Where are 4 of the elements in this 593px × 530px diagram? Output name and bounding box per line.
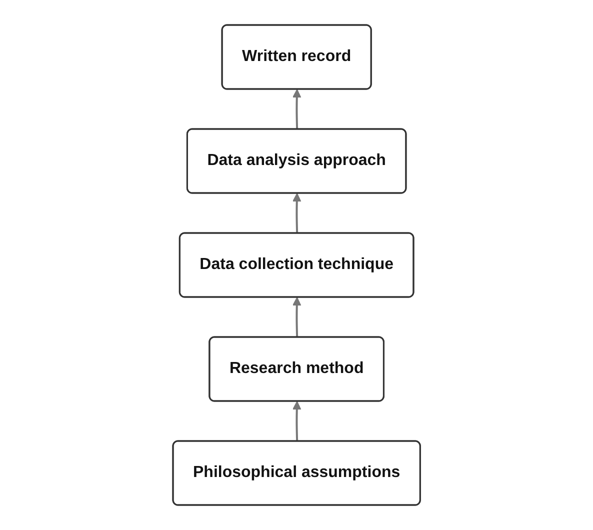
arrow <box>292 89 302 130</box>
arrow <box>292 193 302 234</box>
arrow <box>292 401 302 442</box>
arrow <box>292 297 302 338</box>
